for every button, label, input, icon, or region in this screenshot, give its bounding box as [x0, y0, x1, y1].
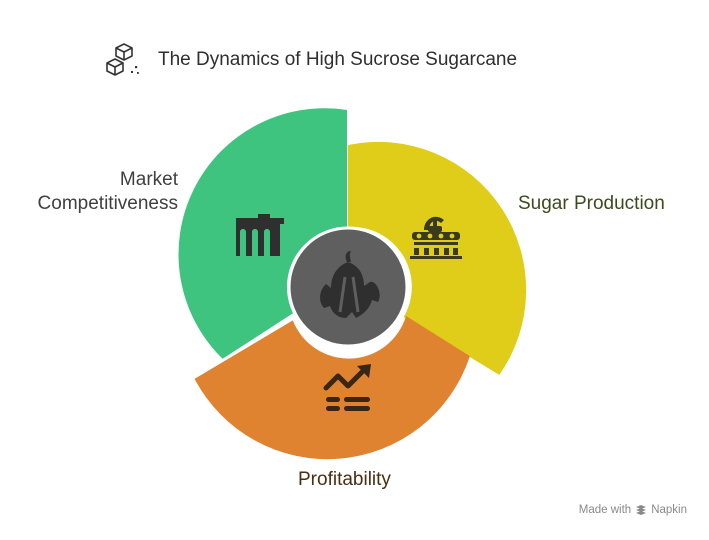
watermark: Made with Napkin [579, 504, 687, 516]
production-machine-icon [410, 216, 462, 259]
segment-profitability [194, 316, 470, 460]
cubes-icon [104, 42, 144, 78]
label-sugar-production: Sugar Production [518, 193, 665, 214]
sugarcane-icon [320, 251, 380, 318]
watermark-made-with: Made with [578, 504, 632, 516]
label-market-line-1: Market [119, 169, 178, 190]
label-market-competitiveness: Market Competitiveness [38, 168, 178, 216]
growth-chart-icon [323, 364, 371, 411]
label-market-line-2: Competitiveness [37, 193, 178, 214]
building-icon [236, 214, 284, 256]
label-profitability: Profitability [298, 469, 391, 490]
watermark-brand: Napkin [651, 504, 687, 516]
napkin-logo-icon [635, 504, 647, 516]
page-title: The Dynamics of High Sucrose Sugarcane [158, 49, 518, 70]
header: The Dynamics of High Sucrose Sugarcane [104, 42, 517, 78]
